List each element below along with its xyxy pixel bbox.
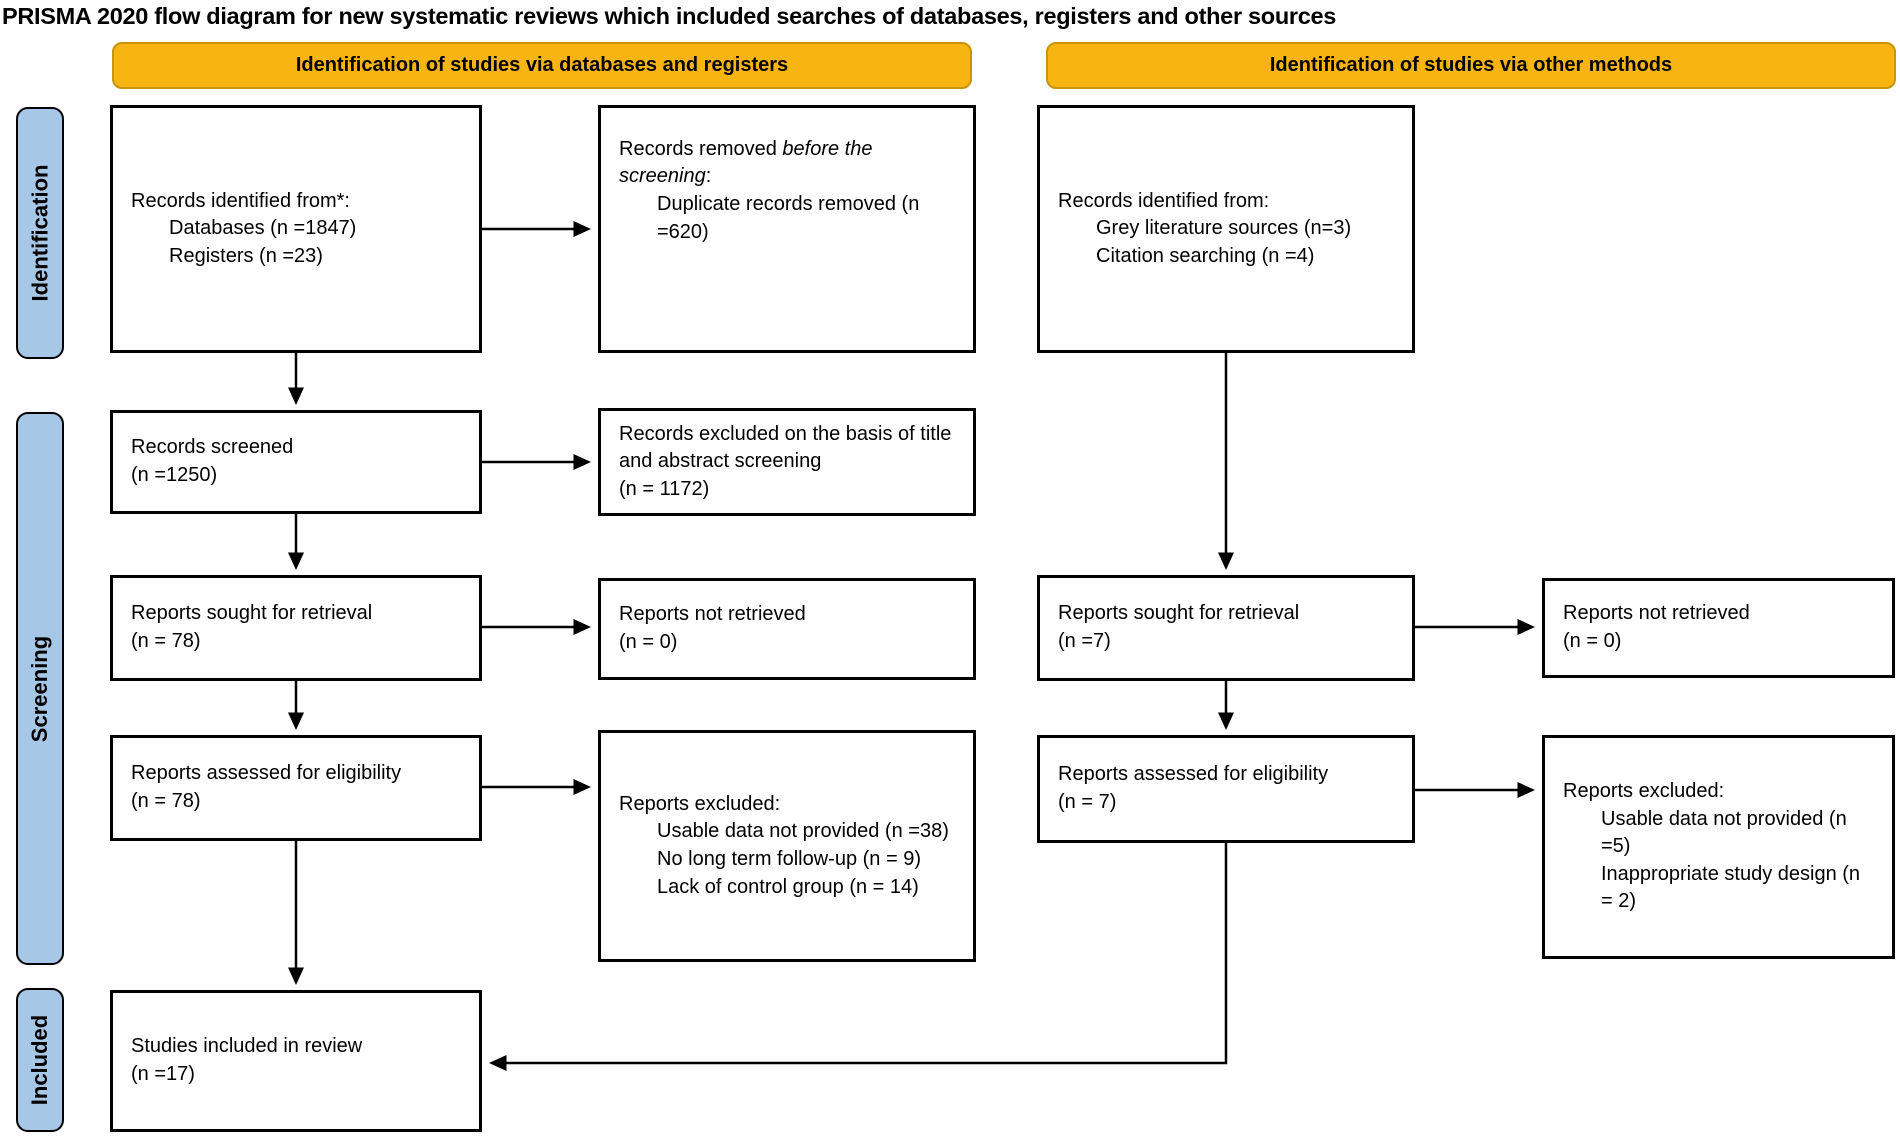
box-line: Grey literature sources (n=3)	[1096, 217, 1352, 240]
box-reports-sought-other: Reports sought for retrieval (n =7)	[1037, 575, 1415, 681]
box-line: (n = 78)	[131, 790, 201, 812]
box-line: (n = 78)	[131, 630, 201, 652]
banner-other-methods: Identification of studies via other meth…	[1046, 42, 1896, 89]
box-reports-not-retrieved-databases: Reports not retrieved (n = 0)	[598, 578, 976, 680]
box-line: (n = 7)	[1058, 791, 1117, 813]
box-line: Reports assessed for eligibility	[1058, 763, 1329, 786]
box-records-removed: Records removed before the screening: Du…	[598, 105, 976, 353]
box-records-identified-other: Records identified from: Grey literature…	[1037, 105, 1415, 353]
box-line: Records identified from*:	[131, 189, 350, 212]
box-line: (n =17)	[131, 1063, 195, 1085]
box-line: No long term follow-up (n = 9)	[657, 848, 922, 870]
box-line: Usable data not provided (n =5)	[1601, 807, 1847, 858]
box-line: Reports excluded:	[1563, 780, 1725, 803]
stage-identification-label: Identification	[27, 164, 53, 302]
stage-screening-label: Screening	[27, 635, 52, 742]
box-line: (n = 0)	[619, 631, 678, 653]
box-records-identified-databases: Records identified from*: Databases (n =…	[110, 105, 482, 353]
box-line: Reports not retrieved	[619, 603, 806, 626]
box-line: Studies included in review	[131, 1035, 363, 1058]
box-line: Reports not retrieved	[1563, 602, 1750, 625]
box-line: (n =1250)	[131, 464, 218, 486]
stage-screening: Screening	[16, 412, 64, 965]
box-reports-excluded-other: Reports excluded: Usable data not provid…	[1542, 735, 1895, 959]
stage-identification: Identification	[16, 107, 64, 359]
box-records-screened: Records screened (n =1250)	[110, 410, 482, 514]
box-line: Reports excluded:	[619, 792, 781, 815]
box-line: (n = 1172)	[619, 477, 710, 500]
box-line: Databases (n =1847)	[169, 217, 357, 240]
box-line: Usable data not provided (n =38)	[657, 820, 949, 843]
stage-included-label: Included	[27, 1014, 53, 1106]
box-line: Records excluded on the basis of title a…	[619, 422, 952, 473]
box-line: Reports sought for retrieval	[1058, 602, 1300, 625]
box-records-excluded: Records excluded on the basis of title a…	[598, 408, 976, 516]
box-reports-assessed-other: Reports assessed for eligibility (n = 7)	[1037, 735, 1415, 843]
box-line: Records identified from:	[1058, 189, 1270, 212]
banner-databases-registers: Identification of studies via databases …	[112, 42, 972, 89]
box-line: Citation searching (n =4)	[1096, 244, 1315, 267]
box-reports-assessed-databases: Reports assessed for eligibility (n = 78…	[110, 735, 482, 841]
box-line: Records removed before the screening:	[619, 137, 873, 188]
box-line: (n =7)	[1058, 630, 1111, 652]
box-line: Duplicate records removed (n =620)	[657, 193, 920, 243]
box-line: Inappropriate study design (n = 2)	[1601, 862, 1861, 913]
box-line: Records screened	[131, 436, 294, 459]
box-line: Lack of control group (n = 14)	[657, 875, 919, 898]
box-line: Registers (n =23)	[169, 244, 323, 267]
box-reports-not-retrieved-other: Reports not retrieved (n = 0)	[1542, 578, 1895, 678]
box-studies-included: Studies included in review (n =17)	[110, 990, 482, 1132]
box-line: Reports sought for retrieval	[131, 602, 373, 625]
stage-included: Included	[16, 988, 64, 1132]
box-reports-excluded-databases: Reports excluded: Usable data not provid…	[598, 730, 976, 962]
box-line: Reports assessed for eligibility	[131, 762, 402, 785]
page-title: PRISMA 2020 flow diagram for new systema…	[2, 3, 1337, 29]
box-reports-sought-databases: Reports sought for retrieval (n = 78)	[110, 575, 482, 681]
box-line: (n = 0)	[1563, 630, 1622, 652]
